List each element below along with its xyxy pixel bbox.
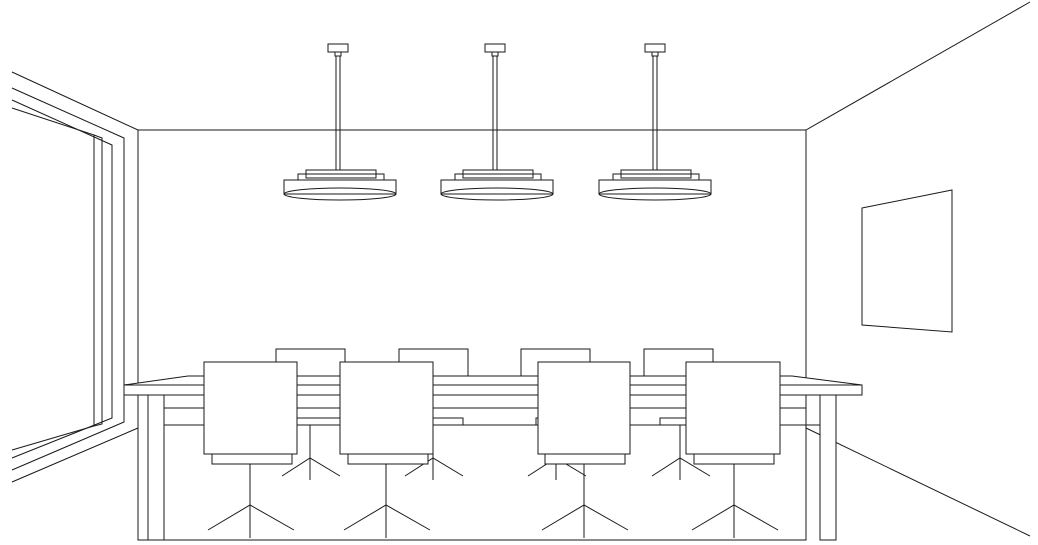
ceiling-right-edge bbox=[805, 1, 1031, 131]
chair-front bbox=[537, 361, 631, 538]
chair-front bbox=[203, 361, 298, 538]
ceiling-left-edge bbox=[11, 71, 139, 131]
chair-front bbox=[339, 361, 434, 538]
window bbox=[11, 87, 125, 471]
room-shell bbox=[11, 1, 1031, 541]
pendant-lamp bbox=[440, 43, 554, 201]
pendant-lamp bbox=[283, 43, 397, 201]
back-wall bbox=[137, 129, 807, 541]
floor-left-edge bbox=[11, 427, 139, 483]
chair-front bbox=[685, 361, 781, 538]
floor-right-edge bbox=[805, 427, 1031, 537]
wall-panel bbox=[861, 189, 953, 333]
pendant-lamp bbox=[598, 43, 712, 201]
